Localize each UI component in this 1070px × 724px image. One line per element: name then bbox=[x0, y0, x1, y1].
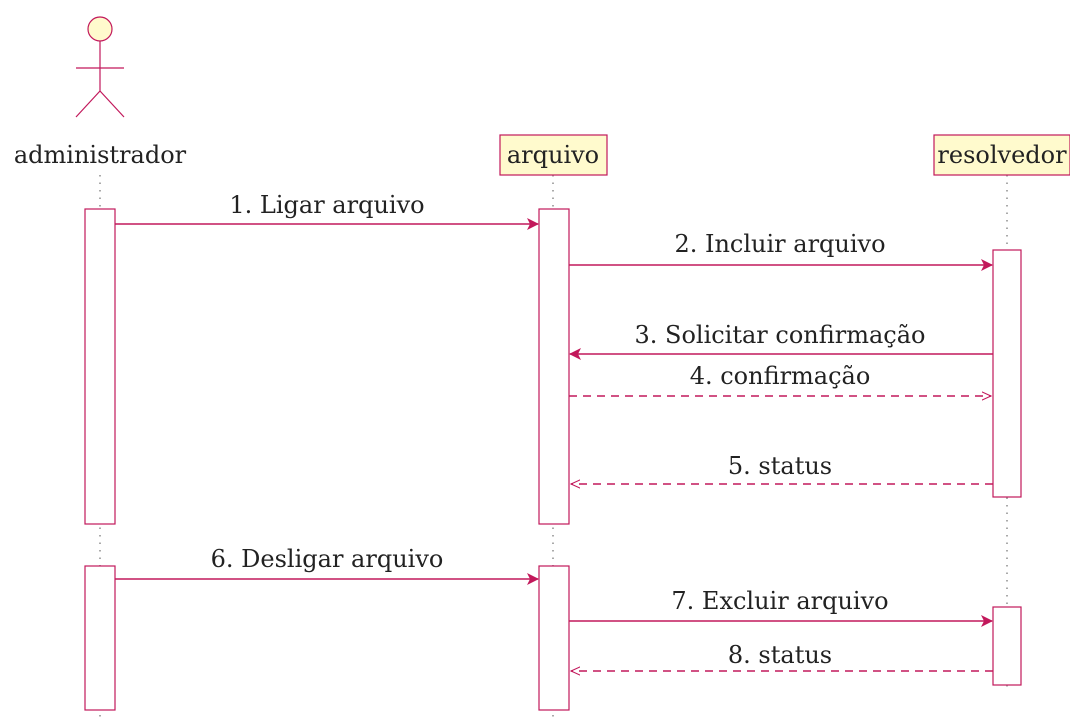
message-6-label: 6. Desligar arquivo bbox=[211, 545, 444, 573]
activation-administrador-2 bbox=[84, 565, 116, 711]
actor-icon bbox=[75, 16, 125, 118]
activation-resolvedor-2 bbox=[992, 606, 1022, 686]
participant-box-arquivo bbox=[499, 134, 608, 176]
activation-resolvedor-1 bbox=[992, 249, 1022, 498]
message-2-label: 2. Incluir arquivo bbox=[674, 230, 885, 258]
participant-administrador: administrador bbox=[14, 141, 187, 169]
activation-arquivo-2 bbox=[538, 565, 570, 711]
message-8-label: 8. status bbox=[728, 641, 832, 669]
participant-box-resolvedor bbox=[933, 134, 1070, 176]
message-7-label: 7. Excluir arquivo bbox=[671, 587, 888, 615]
message-4-label: 4. confirmação bbox=[690, 362, 871, 390]
message-5-label: 5. status bbox=[728, 452, 832, 480]
message-3-label: 3. Solicitar confirmação bbox=[634, 321, 925, 349]
message-1-label: 1. Ligar arquivo bbox=[229, 191, 424, 219]
participant-arquivo: arquivo bbox=[507, 141, 599, 169]
participant-resolvedor: resolvedor bbox=[937, 141, 1067, 169]
activation-administrador-1 bbox=[84, 208, 116, 525]
activation-arquivo-1 bbox=[538, 208, 570, 525]
